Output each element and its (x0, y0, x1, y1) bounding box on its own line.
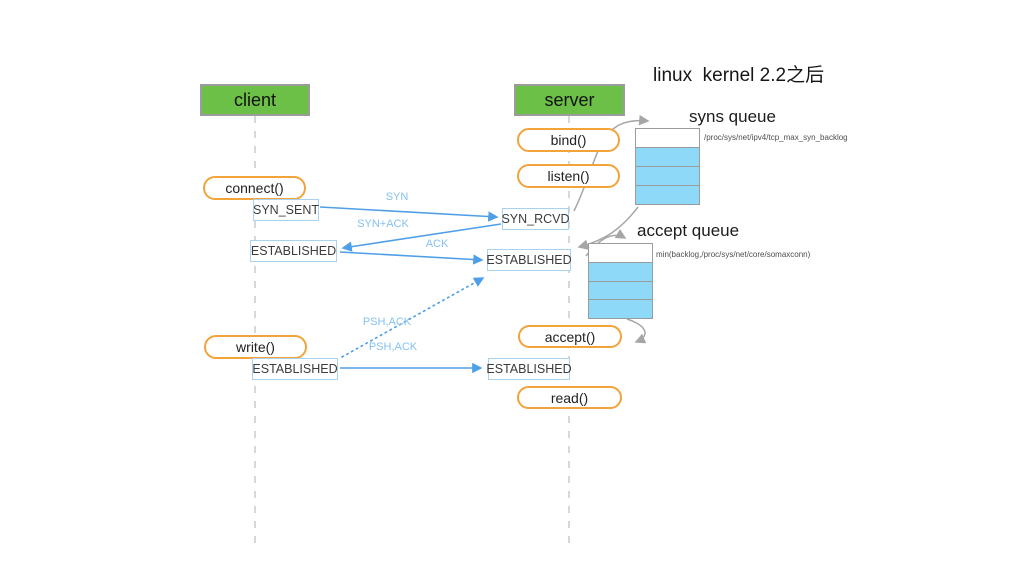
actor-server: server (514, 84, 625, 116)
syn-label: SYN (385, 191, 409, 203)
syns-queue-to-established-arrow (577, 206, 639, 250)
syn-ack-arrow (341, 223, 502, 252)
accept-queue (588, 243, 653, 319)
bind-call: bind() (517, 128, 620, 152)
queue-slot (589, 244, 652, 262)
client-state-established-2: ESTABLISHED (252, 358, 338, 380)
syns-queue-title: syns queue (689, 107, 776, 126)
queue-slot (636, 166, 699, 185)
page-title: linux kernel 2.2之后 (653, 65, 825, 86)
accept-call: accept() (518, 325, 622, 348)
accept-queue-to-accept-arrow (626, 318, 647, 344)
connect-call: connect() (203, 176, 306, 200)
server-state-syn-rcvd: SYN_RCVD (501, 208, 570, 230)
client-state-established-1: ESTABLISHED (250, 240, 337, 262)
queue-slot (589, 299, 652, 318)
queue-slot (589, 280, 652, 300)
ack-label: ACK (425, 238, 449, 250)
accept-queue-note: min(backlog,/proc/sys/net/core/somaxconn… (656, 250, 811, 259)
syns-queue (635, 128, 700, 205)
queue-slot (636, 185, 699, 204)
psh-ack-dotted-arrow (341, 277, 485, 358)
server-state-established-1: ESTABLISHED (486, 249, 572, 271)
client-state-syn-sent: SYN_SENT (253, 199, 319, 221)
write-call: write() (204, 335, 307, 359)
psh-ack-dotted-label: PSH,ACK (362, 316, 412, 328)
psh-ack-label: PSH,ACK (368, 341, 418, 353)
syns-queue-note: /proc/sys/net/ipv4/tcp_max_syn_backlog (704, 133, 848, 142)
syn-arrow (319, 206, 499, 222)
queue-slot (589, 261, 652, 281)
read-call: read() (517, 386, 622, 409)
accept-queue-title: accept queue (637, 221, 740, 240)
ack-arrow (339, 251, 484, 265)
actor-client: client (200, 84, 310, 116)
queue-slot (636, 129, 699, 147)
server-state-established-2: ESTABLISHED (486, 358, 572, 380)
listen-call: listen() (517, 164, 620, 188)
queue-slot (636, 147, 699, 166)
syn-ack-label: SYN+ACK (357, 218, 409, 230)
